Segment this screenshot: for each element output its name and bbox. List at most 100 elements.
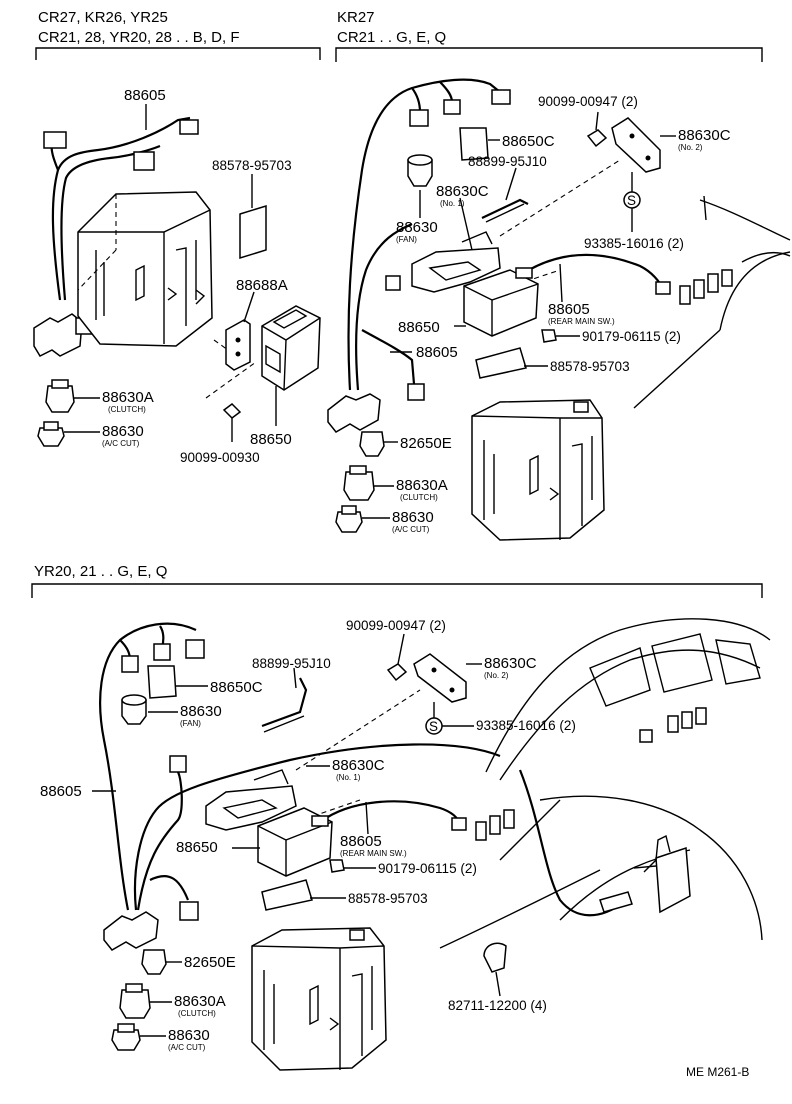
part-label: 88650 — [398, 319, 440, 336]
amplifier-edge — [257, 821, 333, 876]
part-label: 88578-95703 — [348, 891, 428, 906]
leader-line — [495, 971, 501, 997]
heater-unit-detail — [309, 984, 340, 1031]
bracket-no1 — [205, 785, 297, 831]
part-label: 88605 — [416, 344, 458, 361]
part-sublabel: (CLUTCH) — [178, 1009, 216, 1018]
part-label: 88899-95J10 — [468, 154, 547, 169]
bracket-hole — [449, 687, 455, 693]
tube-88899 — [261, 677, 308, 728]
switch-82650e — [141, 949, 167, 975]
part-sublabel: (CLUTCH) — [108, 405, 146, 414]
heater-unit-detail — [263, 966, 373, 1056]
part-label: 88605 — [124, 87, 166, 104]
connector — [349, 929, 365, 941]
vehicle-body-outline — [499, 795, 763, 941]
bracket-no1-detail — [222, 799, 278, 819]
clamp — [483, 942, 507, 973]
part-label: 88578-95703 — [550, 359, 630, 374]
connector — [409, 109, 429, 127]
section-bottom-header: YR20, 21 . . G, E, Q — [31, 563, 763, 598]
part-label: 93385-16016 (2) — [476, 718, 576, 733]
part-label: 88688A — [236, 277, 288, 294]
part-label: 88630A — [396, 477, 448, 494]
label-sticker — [475, 347, 527, 379]
part-label: 88630C — [436, 183, 489, 200]
section-header-line1: CR27, KR26, YR25 — [38, 9, 168, 26]
label-sticker — [239, 204, 267, 260]
amplifier-relay-detail — [272, 309, 308, 329]
section-bracket — [31, 583, 763, 598]
connector — [185, 639, 205, 659]
relay-88650c — [459, 127, 489, 161]
part-label: 88630 — [396, 219, 438, 236]
connector — [407, 383, 425, 401]
section-bracket — [35, 47, 321, 60]
vehicle-switch — [681, 711, 693, 729]
connector — [573, 401, 589, 413]
heater-unit — [251, 927, 387, 1071]
relay-88650c — [147, 665, 177, 699]
hidden-line — [77, 194, 117, 291]
hidden-line — [213, 339, 229, 351]
heater-unit-edge — [471, 415, 602, 540]
part-sublabel: (REAR MAIN SW.) — [548, 317, 615, 326]
screw — [222, 403, 242, 419]
part-label: 82650E — [400, 435, 452, 452]
bracket-no1-detail — [428, 261, 482, 281]
wire-harness-branch — [136, 771, 183, 911]
leader-line — [559, 263, 563, 303]
connector — [179, 119, 199, 135]
part-label: 88630 — [102, 423, 144, 440]
s-clip-mark-text: S — [627, 193, 636, 208]
vehicle-switch — [489, 815, 501, 835]
rear-main-switch-detail — [643, 834, 671, 873]
diagram-reference: ME M261-B — [686, 1065, 749, 1079]
part-label: 88578-95703 — [212, 158, 292, 173]
vehicle-switch — [475, 821, 487, 841]
vehicle-body-outline — [741, 251, 791, 263]
clutch-switch-top — [349, 465, 367, 475]
clutch-switch-top — [51, 379, 69, 389]
bracket-no2 — [413, 653, 467, 703]
section-bracket — [335, 47, 763, 62]
vehicle-window — [589, 647, 651, 707]
section-top-right-header: KR27 CR21 . . G, E, Q — [335, 9, 763, 62]
heater-unit-edge — [251, 945, 385, 1070]
wire-harness-branch — [361, 329, 416, 385]
vehicle-window — [651, 633, 713, 693]
part-sublabel: (FAN) — [180, 719, 201, 728]
bracket-no1-detail — [253, 769, 289, 785]
connector — [515, 267, 533, 279]
bracket-hole — [431, 667, 437, 673]
ac-cut-switch — [335, 511, 363, 533]
leader-line — [459, 197, 473, 251]
vehicle-body-outline — [699, 199, 791, 241]
clutch-switch — [343, 471, 375, 501]
vehicle-body-outline — [633, 329, 721, 409]
connector — [443, 99, 461, 115]
connector — [133, 151, 155, 171]
nut — [329, 859, 345, 873]
fan-switch-top — [407, 154, 433, 166]
part-label: 88630A — [174, 993, 226, 1010]
amplifier-relay-edge — [261, 317, 321, 391]
part-label: 88650 — [176, 839, 218, 856]
leader-line — [595, 111, 599, 131]
heater-unit-detail — [529, 454, 560, 501]
vehicle-window — [715, 639, 761, 685]
part-label: 88605 — [340, 833, 382, 850]
connector — [121, 655, 139, 673]
vehicle-switch — [503, 809, 515, 829]
heater-unit-detail — [167, 287, 178, 301]
part-label: 82650E — [184, 954, 236, 971]
part-sublabel: (A/C CUT) — [168, 1043, 206, 1052]
top-right-assembly: S — [327, 78, 791, 541]
section-header-line1: YR20, 21 . . G, E, Q — [34, 563, 167, 580]
bracket-no2 — [611, 117, 661, 173]
bracket-hole — [235, 337, 241, 343]
connector — [385, 275, 401, 291]
switch-82650e — [359, 431, 385, 457]
part-label: 90179-06115 (2) — [378, 861, 477, 876]
wire-harness — [51, 116, 191, 301]
